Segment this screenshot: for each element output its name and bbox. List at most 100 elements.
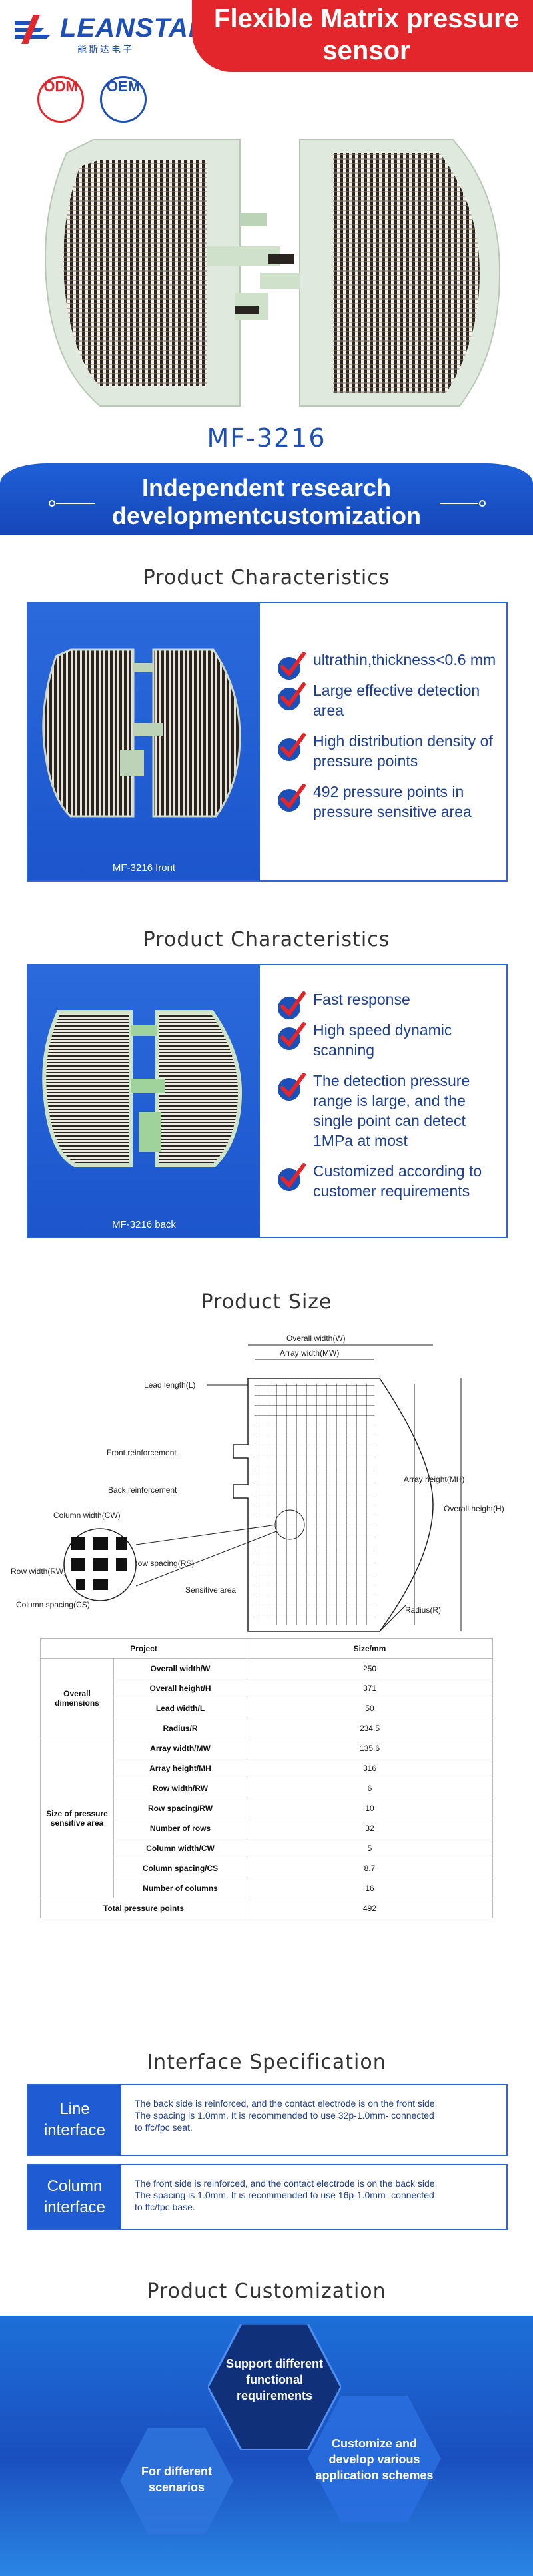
slogan-right-decoration-icon <box>440 500 486 507</box>
checkmark-icon <box>278 1163 306 1191</box>
table-cell-name: Array width/MW <box>113 1738 247 1758</box>
table-cell-name: Row spacing/RW <box>113 1798 247 1818</box>
table-group-sensitive-area: Size of pressure sensitive area <box>40 1738 114 1898</box>
label-column-width: Column width(CW) <box>53 1511 121 1520</box>
customization-section: Support different functional requirement… <box>0 2316 533 2576</box>
iface-head-line1: Column <box>47 2177 103 2195</box>
hex-right-line: develop various <box>328 2453 420 2466</box>
feature-item: 492 pressure points in pressure sensitiv… <box>276 782 502 822</box>
table-cell-value: 16 <box>247 1878 493 1898</box>
table-cell-name: Overall height/H <box>113 1678 247 1698</box>
checkmark-icon <box>278 1022 306 1050</box>
slogan-line1: Independent research <box>141 474 392 501</box>
hex-center-line: requirements <box>236 2389 313 2402</box>
sensor-front-illustration <box>42 648 241 818</box>
interface-column: Column interface The front side is reinfo… <box>27 2164 508 2230</box>
sensor-product-image <box>45 139 500 407</box>
odm-badge: ODM <box>37 76 84 123</box>
table-cell-value: 234.5 <box>247 1718 493 1738</box>
product-size-drawing: Overall width(W) Array width(MW) Lead le… <box>11 1334 504 1632</box>
slogan-line2: developmentcustomization <box>111 502 422 529</box>
interface-column-description: The front side is reinforced, and the co… <box>135 2177 501 2213</box>
table-header-row: Project Size/mm <box>40 1638 493 1659</box>
iface-head-line1: Line <box>59 2100 90 2118</box>
interface-column-heading: Column interface <box>28 2165 121 2229</box>
slogan-left-decoration-icon <box>49 500 95 507</box>
product-image-front: MF-3216 front <box>28 603 260 880</box>
label-front-reinforcement: Front reinforcement <box>107 1448 177 1457</box>
table-row: Overall dimensions Overall width/W 250 <box>40 1658 493 1738</box>
model-number: MF-3216 <box>207 423 326 453</box>
brand-name: LEANSTAR <box>60 13 209 43</box>
label-overall-width: Overall width(W) <box>286 1334 346 1343</box>
hex-left-line: scenarios <box>148 2481 205 2494</box>
feature-item: High distribution density of pressure po… <box>276 731 502 771</box>
feature-text: Fast response <box>313 991 410 1008</box>
characteristics-panel-front: MF-3216 front ultrathin,thickness<0.6 mm… <box>27 602 508 882</box>
table-cell-value: 135.6 <box>247 1738 493 1758</box>
zoom-detail-grid <box>71 1537 127 1590</box>
feature-list-front: ultrathin,thickness<0.6 mm Large effecti… <box>276 650 502 832</box>
table-cell-name: Lead width/L <box>113 1698 247 1718</box>
feature-item: High speed dynamic scanning <box>276 1020 502 1060</box>
feature-text: The detection pressure range is large, a… <box>313 1072 470 1149</box>
iface-desc-line: to ffc/fpc base. <box>135 2202 195 2212</box>
table-row: Size of pressure sensitive area Array wi… <box>40 1738 493 1898</box>
label-array-width: Array width(MW) <box>280 1348 339 1358</box>
checkmark-icon <box>278 991 306 1019</box>
brand-logo[interactable]: LEANSTAR 能斯达电子 <box>13 9 208 55</box>
iface-desc-line: to ffc/fpc seat. <box>135 2122 193 2133</box>
table-cell-name: Number of rows <box>113 1818 247 1838</box>
label-array-height: Array height(MH) <box>404 1475 464 1484</box>
section-title-characteristics-1: Product Characteristics <box>143 566 390 589</box>
hero-section: LEANSTAR 能斯达电子 Flexible Matrix pressure … <box>0 0 533 466</box>
spec-table: Project Size/mm Overall dimensions Overa… <box>40 1638 493 1918</box>
checkmark-icon <box>278 682 306 710</box>
characteristics-panel-back: MF-3216 back Fast response High speed dy… <box>27 964 508 1238</box>
hexagon-left <box>120 2428 233 2534</box>
table-total-label: Total pressure points <box>40 1898 247 1918</box>
feature-item: ultrathin,thickness<0.6 mm <box>276 650 502 680</box>
section-title-product-size: Product Size <box>201 1290 332 1314</box>
label-radius: Radius(R) <box>405 1605 441 1615</box>
hex-center-line: functional <box>246 2373 303 2386</box>
feature-text: High distribution density of pressure po… <box>313 732 493 770</box>
table-cell-name: Radius/R <box>113 1718 247 1738</box>
checkmark-icon <box>278 733 306 761</box>
label-sensitive-area: Sensitive area <box>185 1585 236 1595</box>
hex-left-line: For different <box>141 2465 212 2478</box>
hero-title-banner <box>192 0 533 72</box>
iface-desc-line: The spacing is 1.0mm. It is recommended … <box>135 2110 434 2121</box>
sensor-back-illustration <box>42 1010 243 1167</box>
hex-right-line: application schemes <box>315 2469 434 2482</box>
table-cell-value: 316 <box>247 1758 493 1778</box>
checkmark-icon <box>278 784 306 812</box>
hex-right-line: Customize and <box>331 2437 417 2450</box>
table-cell-name: Column spacing/CS <box>113 1858 247 1878</box>
panel-caption-back: MF-3216 back <box>112 1219 176 1230</box>
table-group-overall: Overall dimensions <box>40 1658 114 1738</box>
hex-center-label: Support different functional requirement… <box>215 2356 334 2404</box>
iface-head-line2: interface <box>43 2198 106 2216</box>
table-cell-name: Row width/RW <box>113 1778 247 1798</box>
table-total-value: 492 <box>247 1898 493 1918</box>
slogan-text: Independent research developmentcustomiz… <box>0 474 533 530</box>
table-cell-name: Number of columns <box>113 1878 247 1898</box>
interface-line-description: The back side is reinforced, and the con… <box>135 2097 501 2133</box>
section-title-customization: Product Customization <box>147 2280 386 2303</box>
table-cell-value: 8.7 <box>247 1858 493 1878</box>
hero-title-line2: sensor <box>322 36 410 65</box>
table-cell-name: Column width/CW <box>113 1838 247 1858</box>
feature-text: High speed dynamic scanning <box>313 1021 452 1059</box>
label-back-reinforcement: Back reinforcement <box>108 1485 177 1495</box>
section-title-characteristics-2: Product Characteristics <box>143 928 390 951</box>
panel-caption-front: MF-3216 front <box>112 862 176 874</box>
